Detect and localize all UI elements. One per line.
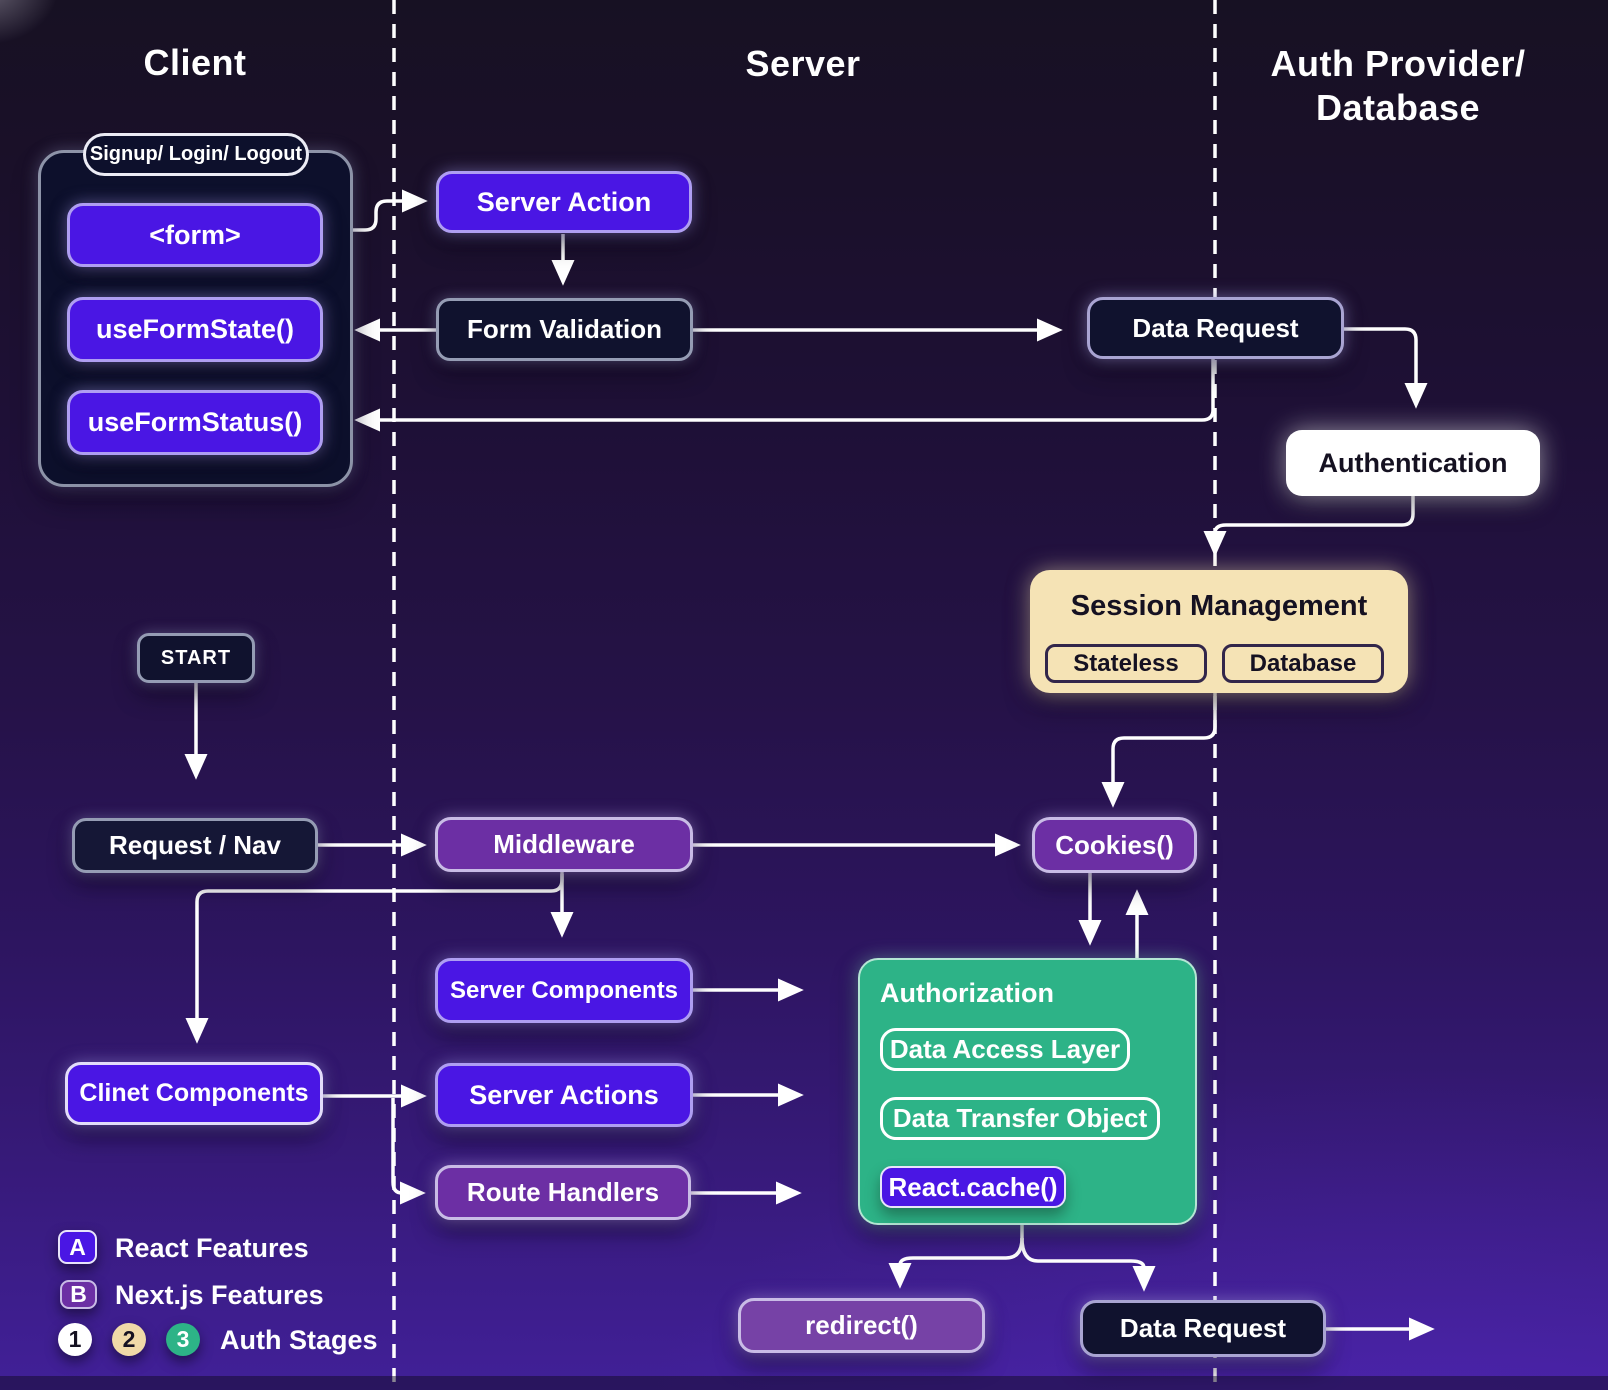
session-stateless-option[interactable]: Stateless: [1045, 644, 1207, 683]
auth-title-line1: Auth Provider/: [1270, 43, 1526, 84]
start-node[interactable]: START: [137, 633, 255, 683]
clinet-components-node[interactable]: Clinet Components: [65, 1062, 323, 1125]
cookies-node[interactable]: Cookies(): [1032, 817, 1197, 873]
route-handlers-node[interactable]: Route Handlers: [435, 1165, 691, 1220]
legend-label-react: React Features: [115, 1233, 309, 1263]
legend-label-auth-stages: Auth Stages: [220, 1325, 378, 1355]
data-request-bottom-node[interactable]: Data Request: [1080, 1300, 1326, 1357]
signup-login-logout-pill: Signup/ Login/ Logout: [83, 133, 309, 176]
legend-badge-a: A: [58, 1230, 97, 1264]
data-request-top-node[interactable]: Data Request: [1087, 297, 1344, 359]
form-validation-node[interactable]: Form Validation: [436, 298, 693, 361]
legend-badge-b: B: [60, 1280, 97, 1309]
data-transfer-object-node[interactable]: Data Transfer Object: [880, 1097, 1160, 1140]
authentication-node[interactable]: Authentication: [1286, 430, 1540, 496]
form-node[interactable]: <form>: [67, 203, 323, 267]
useformstate-node[interactable]: useFormState(): [67, 297, 323, 362]
legend-stage-1: 1: [58, 1323, 92, 1356]
column-title-server: Server: [745, 43, 861, 84]
bottom-strip: [0, 1376, 1608, 1390]
authorization-title: Authorization: [880, 978, 1054, 1008]
legend-stage-3: 3: [166, 1323, 200, 1356]
request-nav-node[interactable]: Request / Nav: [72, 818, 318, 873]
server-actions-node[interactable]: Server Actions: [435, 1063, 693, 1127]
data-access-layer-node[interactable]: Data Access Layer: [880, 1028, 1130, 1071]
redirect-node[interactable]: redirect(): [738, 1298, 985, 1353]
session-management-title: Session Management: [1070, 590, 1368, 622]
server-components-node[interactable]: Server Components: [435, 958, 693, 1023]
react-cache-node[interactable]: React.cache(): [880, 1166, 1066, 1208]
session-database-option[interactable]: Database: [1222, 644, 1384, 683]
column-title-auth: Auth Provider/ Database: [1248, 42, 1548, 130]
useformstatus-node[interactable]: useFormStatus(): [67, 390, 323, 455]
arrows: [184, 189, 1435, 1341]
middleware-node[interactable]: Middleware: [435, 817, 693, 872]
auth-title-line2: Database: [1315, 87, 1481, 128]
legend-stage-2: 2: [112, 1323, 146, 1356]
server-action-node[interactable]: Server Action: [436, 171, 692, 233]
column-title-client: Client: [143, 42, 247, 83]
legend-label-nextjs: Next.js Features: [115, 1280, 324, 1310]
